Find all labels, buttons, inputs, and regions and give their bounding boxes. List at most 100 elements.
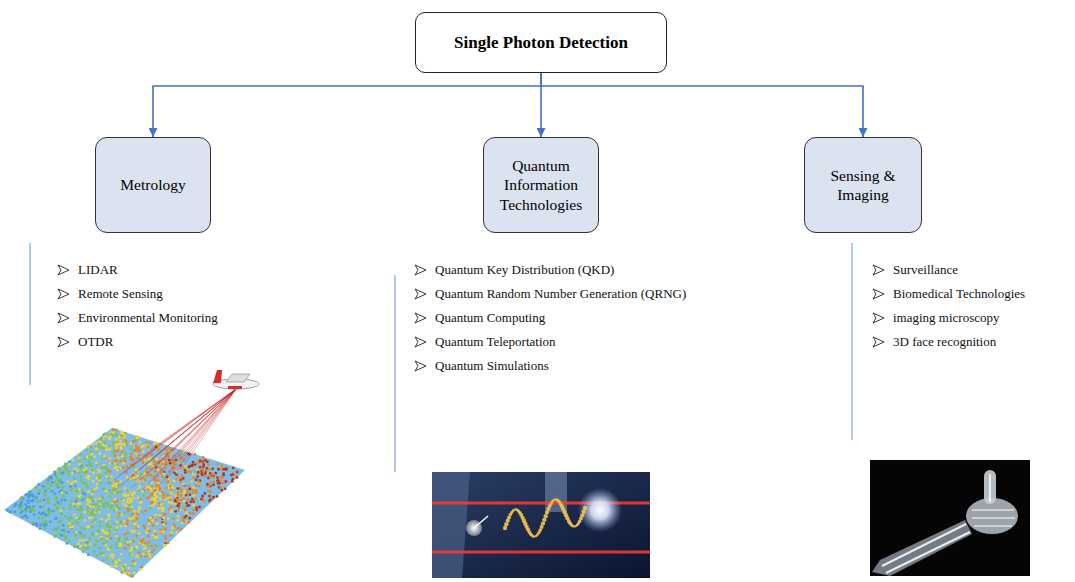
map-points-part — [95, 554, 98, 557]
map-points-part — [147, 535, 150, 538]
map-points-part — [109, 506, 112, 509]
map-points-part — [165, 487, 168, 490]
map-points-part — [198, 506, 201, 509]
map-ground — [4, 428, 245, 578]
map-points-part — [118, 559, 121, 562]
map-points-part — [64, 466, 67, 469]
map-points-part — [117, 515, 120, 518]
map-points-part — [138, 485, 141, 488]
map-points-part — [53, 535, 56, 538]
map-points-part — [153, 530, 156, 533]
map-points-part — [104, 490, 107, 493]
map-points-part — [157, 479, 160, 482]
map-points-part — [194, 497, 197, 500]
map-points-part — [154, 480, 157, 483]
map-points-part — [58, 484, 61, 487]
list-item: Environmental Monitoring — [78, 310, 218, 326]
map-points-part — [47, 501, 50, 504]
bullet-arrow — [58, 337, 69, 347]
map-points-part — [32, 505, 35, 508]
map-points-part — [29, 491, 32, 494]
map-points-part — [126, 466, 129, 469]
map-points-part — [162, 513, 165, 516]
map-points-part — [129, 499, 132, 502]
map-points-part — [100, 446, 103, 449]
map-points-part — [24, 514, 27, 517]
map-points-part — [111, 492, 114, 495]
map-points-part — [187, 498, 190, 501]
map-points-part — [66, 542, 69, 545]
laser-beams-part — [149, 389, 236, 451]
map-points-part — [117, 512, 120, 515]
map-points-part — [132, 540, 135, 543]
map-points-part — [187, 470, 190, 473]
map-points-part — [92, 471, 95, 474]
map-points-part — [26, 516, 29, 519]
map-points-part — [116, 486, 119, 489]
map-points-part — [61, 481, 64, 484]
map-points-part — [102, 464, 105, 467]
map-points-part — [208, 468, 211, 471]
map-points-part — [100, 518, 103, 521]
airplane — [213, 370, 259, 389]
map-points-part — [145, 531, 148, 534]
map-points-part — [160, 503, 163, 506]
map-points-part — [105, 525, 108, 528]
map-points-part — [149, 516, 152, 519]
map-points-part — [214, 472, 217, 475]
map-points-part — [212, 496, 215, 499]
map-points-part — [151, 534, 154, 537]
map-points-part — [126, 489, 129, 492]
map-points-part — [14, 503, 17, 506]
map-points-part — [58, 521, 61, 524]
map-points-part — [124, 563, 127, 566]
map-points — [6, 428, 238, 578]
map-points-part — [192, 512, 195, 515]
map-points-part — [102, 488, 105, 491]
map-points-part — [54, 517, 57, 520]
map-points-part — [130, 514, 133, 517]
map-points-part — [74, 480, 77, 483]
map-points-part — [15, 503, 18, 506]
map-points-part — [35, 496, 38, 499]
map-points-part — [175, 473, 178, 476]
map-points-part — [174, 510, 177, 513]
map-points-part — [130, 548, 133, 551]
map-points-part — [187, 485, 190, 488]
map-points-part — [114, 467, 117, 470]
map-points-part — [140, 566, 143, 569]
root-box: Single Photon Detection — [415, 12, 667, 73]
map-points-part — [193, 486, 196, 489]
bullet-arrow — [58, 313, 69, 323]
map-points-part — [39, 527, 42, 530]
map-points-part — [164, 498, 167, 501]
map-points-part — [148, 496, 151, 499]
map-points-part — [20, 500, 23, 503]
map-points-part — [119, 480, 122, 483]
map-points-part — [119, 490, 122, 493]
map-points-part — [125, 505, 128, 508]
map-points-part — [158, 514, 161, 517]
map-points-part — [99, 452, 102, 455]
map-points-part — [144, 542, 147, 545]
list-item: LIDAR — [78, 262, 118, 278]
map-points-part — [180, 528, 183, 531]
list-item: Quantum Key Distribution (QKD) — [435, 262, 614, 278]
map-points-part — [115, 520, 118, 523]
category-box: Sensing & Imaging — [804, 137, 922, 233]
list-item: Quantum Computing — [435, 310, 545, 326]
map-points-part — [96, 486, 99, 489]
map-points-part — [116, 469, 119, 472]
map-points-part — [183, 483, 186, 486]
map-points-part — [141, 540, 144, 543]
map-points-part — [69, 517, 72, 520]
map-points-part — [75, 531, 78, 534]
bone — [886, 532, 970, 573]
map-points-part — [60, 512, 63, 515]
map-points-part — [187, 521, 190, 524]
map-points-part — [171, 526, 174, 529]
map-points-part — [178, 509, 181, 512]
map-points-part — [78, 488, 81, 491]
map-points-part — [135, 445, 138, 448]
photon-helix — [503, 498, 587, 537]
